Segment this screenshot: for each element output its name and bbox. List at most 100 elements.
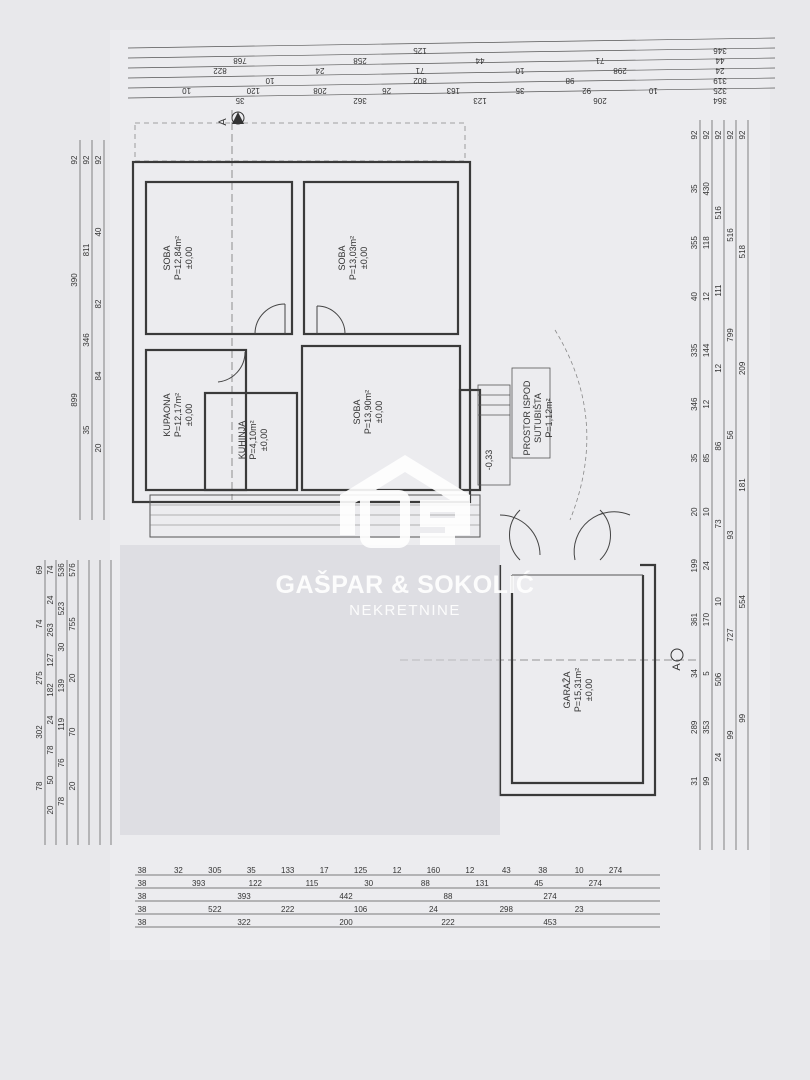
top-dimension-label: 208: [313, 86, 327, 95]
right-dimension-label: 99: [738, 713, 747, 722]
bottom-dimension-lines: [135, 874, 660, 928]
right-dimension-label: 10: [714, 597, 723, 606]
right-dimension-label: 86: [714, 441, 723, 450]
left-dimension-label: 20: [94, 443, 103, 452]
top-dimension-label: 44: [715, 56, 724, 65]
bottom-dimension-label: 274: [589, 879, 603, 888]
top-dimension-label: 125: [413, 46, 427, 55]
right-dimension-label: 92: [738, 130, 747, 139]
room-name-label: PROSTOR ISPOD: [522, 380, 532, 455]
bottom-dimension-label: 200: [339, 918, 353, 927]
top-dimension-label: 163: [446, 86, 460, 95]
top-dimension-label: 364: [713, 96, 727, 105]
right-dimension-label: 170: [702, 612, 711, 626]
top-dimension-label: 319: [713, 76, 727, 85]
top-dimension-label: 10: [648, 86, 657, 95]
stair-level-label: -0,33: [484, 450, 494, 471]
right-dimension-label: 335: [690, 343, 699, 357]
left-dimension-label: 302: [35, 725, 44, 739]
left-dimension-label: 390: [70, 273, 79, 287]
right-dimension-label: 199: [690, 559, 699, 573]
right-dimension-label: 727: [726, 628, 735, 642]
left-dimension-label: 20: [46, 805, 55, 814]
brand-logo-icon: [340, 455, 470, 548]
left-dimension-label: 84: [94, 371, 103, 380]
right-dimension-label: 209: [738, 361, 747, 375]
top-dimension-label: 258: [353, 56, 367, 65]
right-dimension-label: 92: [726, 130, 735, 139]
watermark: GAŠPAR & SOKOLIĆ NEKRETNINE: [255, 450, 555, 619]
top-dimension-label: 71: [415, 66, 424, 75]
bottom-dimension-label: 393: [237, 892, 251, 901]
right-dimension-lines: [699, 120, 749, 850]
bottom-dimension-label: 442: [339, 892, 353, 901]
right-dimension-label: 35: [690, 453, 699, 462]
top-dimension-label: 298: [613, 66, 627, 75]
top-dimension-label: 35: [515, 86, 524, 95]
room-name-label: GARAŽA: [562, 671, 572, 708]
top-dimension-label: 120: [246, 86, 260, 95]
left-dimension-label: 20: [68, 781, 77, 790]
right-dimension-label: 144: [702, 343, 711, 357]
bottom-dimension-label: 10: [575, 866, 584, 875]
right-dimension-label: 506: [714, 672, 723, 686]
right-dimension-label: 361: [690, 612, 699, 626]
watermark-sub: NEKRETNINE: [349, 602, 461, 619]
room-area-label: P=15,31m²: [573, 668, 583, 712]
top-dimension-label: 802: [413, 76, 427, 85]
right-dimension-label: 346: [690, 397, 699, 411]
left-dimension-lines: [44, 140, 112, 845]
bottom-dimension-label: 38: [138, 905, 147, 914]
left-dimension-label: 899: [70, 393, 79, 407]
left-dimension-label: 74: [35, 619, 44, 628]
top-dimension-label: 92: [582, 86, 591, 95]
left-dimension-label: 30: [57, 642, 66, 651]
right-dimension-label: 5: [702, 671, 711, 676]
bottom-dimension-label: 133: [281, 866, 295, 875]
top-dimension-label: 35: [235, 96, 244, 105]
room-level-label: ±0,00: [374, 401, 384, 423]
left-dimension-label: 40: [94, 227, 103, 236]
bottom-dimension-label: 45: [534, 879, 543, 888]
room-area-label: P=13,03m²: [348, 236, 358, 280]
right-dimension-label: 111: [714, 284, 723, 297]
right-dimension-label: 85: [702, 453, 711, 462]
left-dimension-label: 70: [68, 727, 77, 736]
right-dimension-label: 56: [726, 430, 735, 439]
right-dimension-label: 99: [726, 730, 735, 739]
top-dimension-label: 26: [382, 86, 391, 95]
left-dimension-label: 20: [68, 673, 77, 682]
right-dimension-label: 516: [714, 206, 723, 220]
top-dimension-label: 71: [595, 56, 604, 65]
house-walls: [131, 160, 482, 504]
bottom-dimension-label: 274: [609, 866, 623, 875]
right-dimension-label: 10: [702, 507, 711, 516]
room-area-label: P=13,90m²: [363, 390, 373, 434]
bottom-dimension-label: 115: [306, 879, 319, 888]
top-dimension-lines: [127, 37, 776, 99]
left-dimension-label: 523: [57, 601, 66, 615]
bottom-dimension-label: 38: [138, 892, 147, 901]
right-dimension-label: 12: [702, 399, 711, 408]
bottom-dimension-label: 522: [208, 905, 222, 914]
right-dimension-label: 40: [690, 292, 699, 301]
left-dimension-label: 127: [46, 653, 55, 667]
left-dimension-label: 82: [94, 299, 103, 308]
bottom-dimension-label: 12: [393, 866, 402, 875]
left-dimension-label: 811: [82, 243, 91, 256]
right-dimension-label: 12: [702, 292, 711, 301]
right-dimension-label: 799: [726, 328, 735, 342]
right-dimension-label: 181: [738, 478, 747, 492]
top-dimension-label: 24: [315, 66, 324, 75]
left-dimension-label: 119: [57, 717, 66, 730]
right-dimension-label: 34: [690, 668, 699, 677]
right-dimension-label: 355: [690, 235, 699, 249]
bottom-dimension-label: 122: [249, 879, 263, 888]
left-dimension-label: 536: [57, 563, 66, 577]
left-dimension-label: 24: [46, 715, 55, 724]
left-dimension-label: 346: [82, 333, 91, 347]
right-dimension-label: 516: [726, 228, 735, 242]
top-dimension-label: 10: [182, 86, 191, 95]
left-dimension-label: 92: [82, 155, 91, 164]
